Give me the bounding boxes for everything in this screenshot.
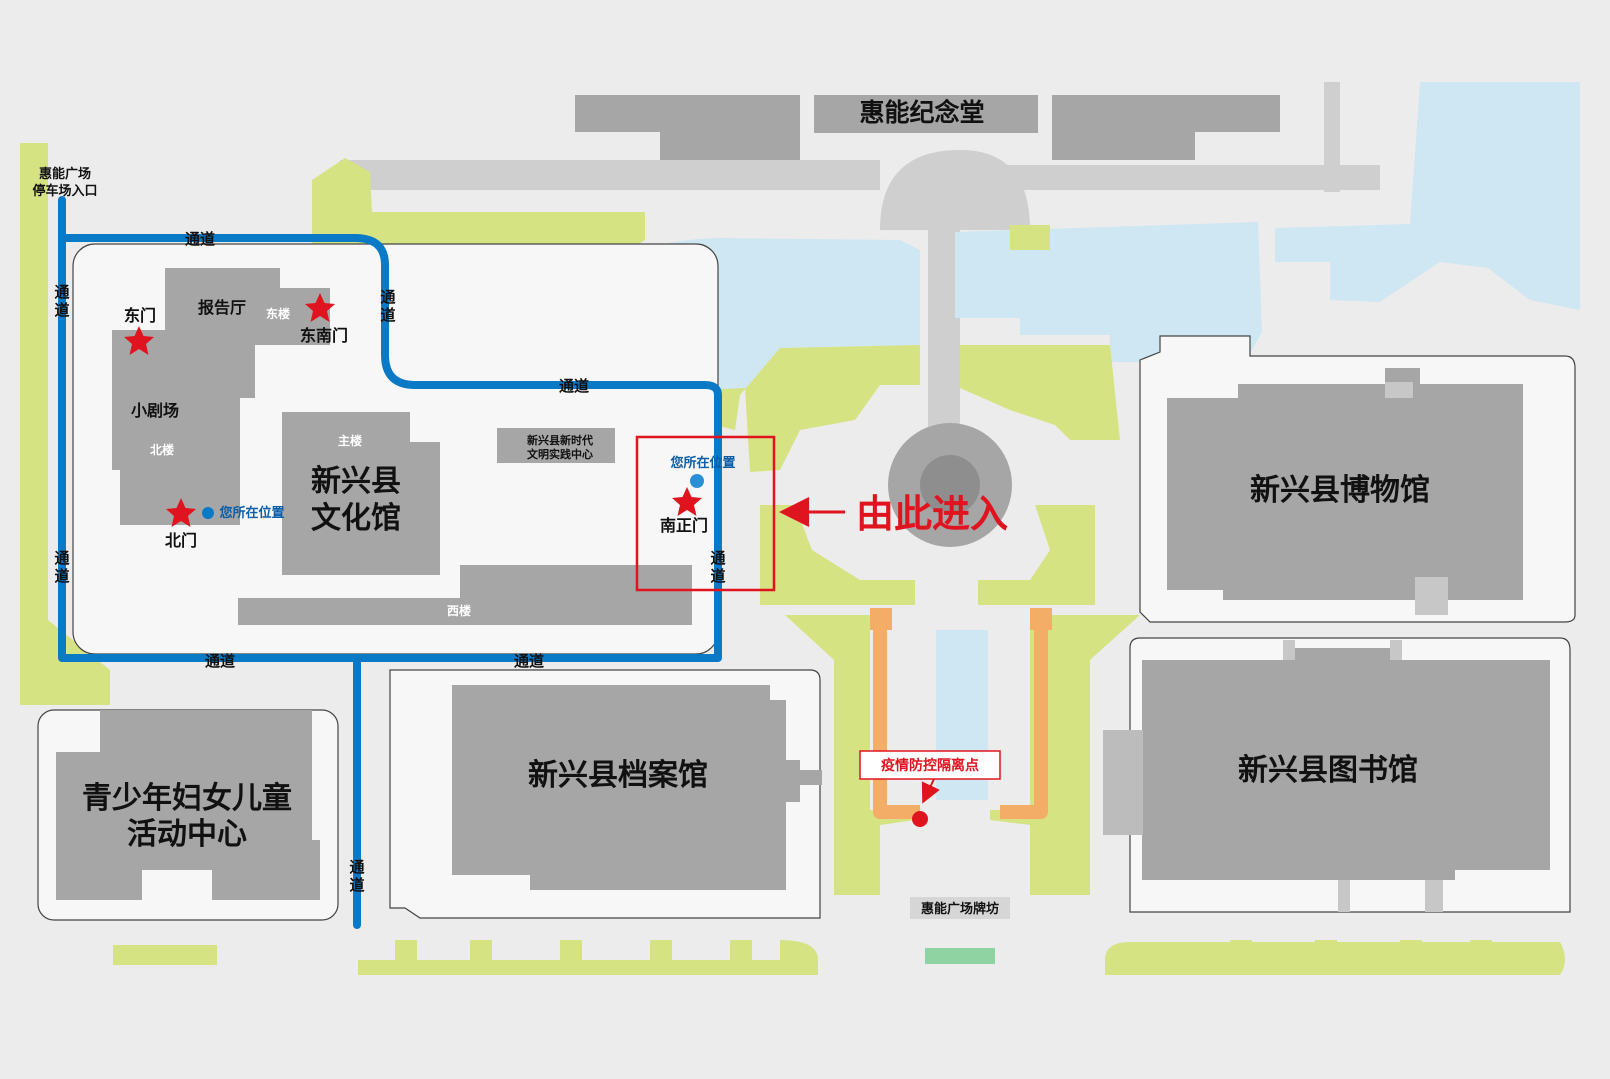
building-labels: 新兴县博物馆 新兴县图书馆 新兴县档案馆 新兴县 文化馆 青少年妇女儿童 活动中… xyxy=(82,298,1430,852)
east-gate-star xyxy=(124,326,154,355)
you-are-here-label-1: 您所在位置 xyxy=(219,505,284,521)
passage-vertical-char: 道 xyxy=(54,301,69,319)
culture-hall-label-2: 文化馆 xyxy=(311,501,401,536)
report-hall-label: 报告厅 xyxy=(198,298,246,317)
passage-label: 通道 xyxy=(559,377,589,395)
buildings xyxy=(56,268,1550,912)
orange-paths xyxy=(873,615,1048,819)
southeast-gate-label: 东南门 xyxy=(300,326,348,345)
quarantine-dot xyxy=(912,811,928,827)
passage-vertical-char: 通 xyxy=(349,858,364,876)
memorial-hall-block xyxy=(575,95,1280,160)
passage-vertical-labels: 通 道 通 道 通 道 通 道 通 道 xyxy=(54,283,725,894)
passage-vertical-char: 道 xyxy=(349,876,364,894)
you-are-here-label-2: 您所在位置 xyxy=(670,455,735,471)
entrance-highlight-box xyxy=(635,435,776,592)
culture-hall-label-1: 新兴县 xyxy=(311,464,401,499)
north-gate-label: 北门 xyxy=(165,531,197,550)
enter-here-label: 由此进入 xyxy=(856,492,1008,536)
route-line xyxy=(58,196,722,929)
gate-stars xyxy=(124,293,702,527)
passage-label: 通道 xyxy=(514,652,544,670)
orange-gate-left xyxy=(870,608,892,630)
gate-labels: 东门 东南门 北门 南正门 xyxy=(124,306,708,550)
parking-label-2: 停车场入口 xyxy=(32,183,97,199)
you-are-here-dot-1 xyxy=(202,507,214,519)
passage-label: 通道 xyxy=(205,652,235,670)
you-are-here-dot-2 xyxy=(690,474,704,488)
quarantine-label-box xyxy=(859,750,1001,780)
passage-vertical-char: 通 xyxy=(710,549,725,567)
small-theater-label: 小剧场 xyxy=(131,401,179,420)
passage-vertical-char: 道 xyxy=(54,567,69,585)
quarantine-arrow xyxy=(921,778,940,804)
passage-vertical-char: 道 xyxy=(380,306,395,324)
west-building-label: 西楼 xyxy=(447,603,471,618)
library-label: 新兴县图书馆 xyxy=(1238,753,1418,788)
passage-vertical-char: 通 xyxy=(54,549,69,567)
south-main-gate-star xyxy=(672,487,702,516)
youth-center-label-2: 活动中心 xyxy=(127,817,247,852)
parking-label-1: 惠能广场 xyxy=(39,166,91,182)
east-gate-label: 东门 xyxy=(124,306,156,325)
main-building-label: 主楼 xyxy=(338,433,362,448)
passage-vertical-char: 通 xyxy=(380,288,395,306)
north-building-label: 北楼 xyxy=(150,442,174,457)
civilization-center-label-1: 新兴县新时代 xyxy=(527,433,593,447)
civilization-center-label-2: 文明实践中心 xyxy=(527,447,593,461)
passage-vertical-char: 道 xyxy=(710,567,725,585)
grass xyxy=(20,143,1565,975)
plaza-inner-circle xyxy=(920,455,980,515)
roads xyxy=(340,82,1380,430)
orange-gate-right xyxy=(1030,608,1052,630)
museum-label: 新兴县博物馆 xyxy=(1250,473,1430,508)
south-main-gate-label: 南正门 xyxy=(660,516,708,535)
archives-label: 新兴县档案馆 xyxy=(528,758,708,793)
sub-building-labels: 东楼 北楼 主楼 西楼 xyxy=(150,306,471,618)
east-building-label: 东楼 xyxy=(266,306,290,321)
north-gate-star xyxy=(166,498,196,527)
passage-labels: 通道 通道 通道 通道 xyxy=(185,230,589,670)
passage-vertical-char: 通 xyxy=(54,283,69,301)
memorial-hall-label: 惠能纪念堂 xyxy=(859,98,984,127)
archway-label-bg xyxy=(910,897,1010,919)
quarantine-label: 疫情防控隔离点 xyxy=(881,757,979,774)
southeast-gate-star xyxy=(305,293,335,322)
passage-label: 通道 xyxy=(185,230,215,248)
youth-center-label-1: 青少年妇女儿童 xyxy=(82,781,292,816)
archway-marker xyxy=(925,948,995,964)
archway-label: 惠能广场牌坊 xyxy=(921,901,999,917)
